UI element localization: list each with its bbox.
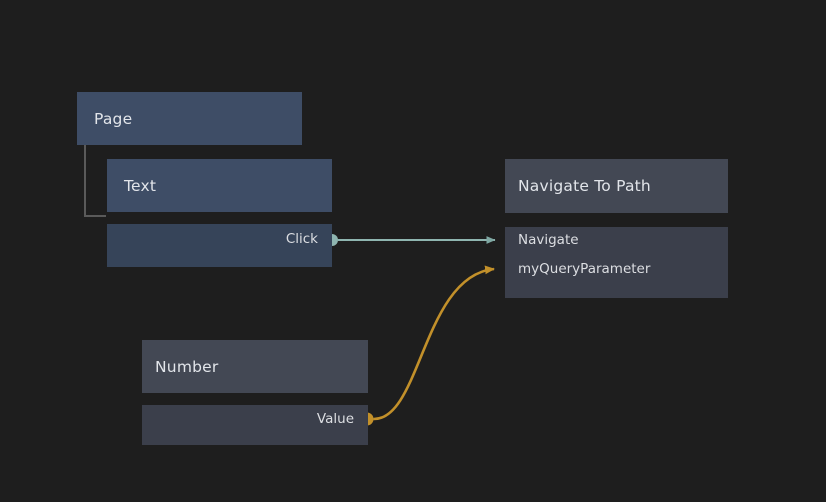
port-row-click[interactable]: Click	[107, 224, 332, 254]
node-number-title: Number	[155, 357, 219, 376]
port-label-value: Value	[316, 411, 354, 427]
node-navigate-to-path-title: Navigate To Path	[518, 177, 651, 195]
node-text[interactable]: Text Click	[107, 159, 332, 267]
node-number-header[interactable]: Number	[142, 340, 368, 393]
port-row-myqueryparameter[interactable]: myQueryParameter	[505, 256, 728, 282]
tree-connector-page-to-text	[84, 145, 106, 217]
node-number-body: Value	[142, 405, 368, 445]
port-row-navigate[interactable]: Navigate	[505, 227, 728, 253]
node-page[interactable]: Page	[77, 92, 302, 145]
port-label-navigate: Navigate	[518, 232, 579, 248]
edge-value-to-myqueryparameter[interactable]	[360, 265, 495, 426]
node-page-header[interactable]: Page	[77, 92, 302, 145]
node-navigate-to-path-header[interactable]: Navigate To Path	[505, 159, 728, 213]
edge-click-to-navigate[interactable]	[326, 234, 496, 246]
edge-path-data[interactable]	[373, 265, 495, 421]
node-text-title: Text	[124, 176, 157, 195]
node-text-body: Click	[107, 224, 332, 267]
node-navigate-to-path[interactable]: Navigate To Path Navigate myQueryParamet…	[505, 159, 728, 298]
port-label-click: Click	[285, 231, 318, 247]
node-page-title: Page	[94, 109, 133, 128]
node-number[interactable]: Number Value	[142, 340, 368, 445]
port-row-value[interactable]: Value	[142, 405, 368, 433]
node-text-header[interactable]: Text	[107, 159, 332, 212]
node-navigate-to-path-body: Navigate myQueryParameter	[505, 227, 728, 298]
port-label-myqueryparameter: myQueryParameter	[518, 261, 651, 277]
